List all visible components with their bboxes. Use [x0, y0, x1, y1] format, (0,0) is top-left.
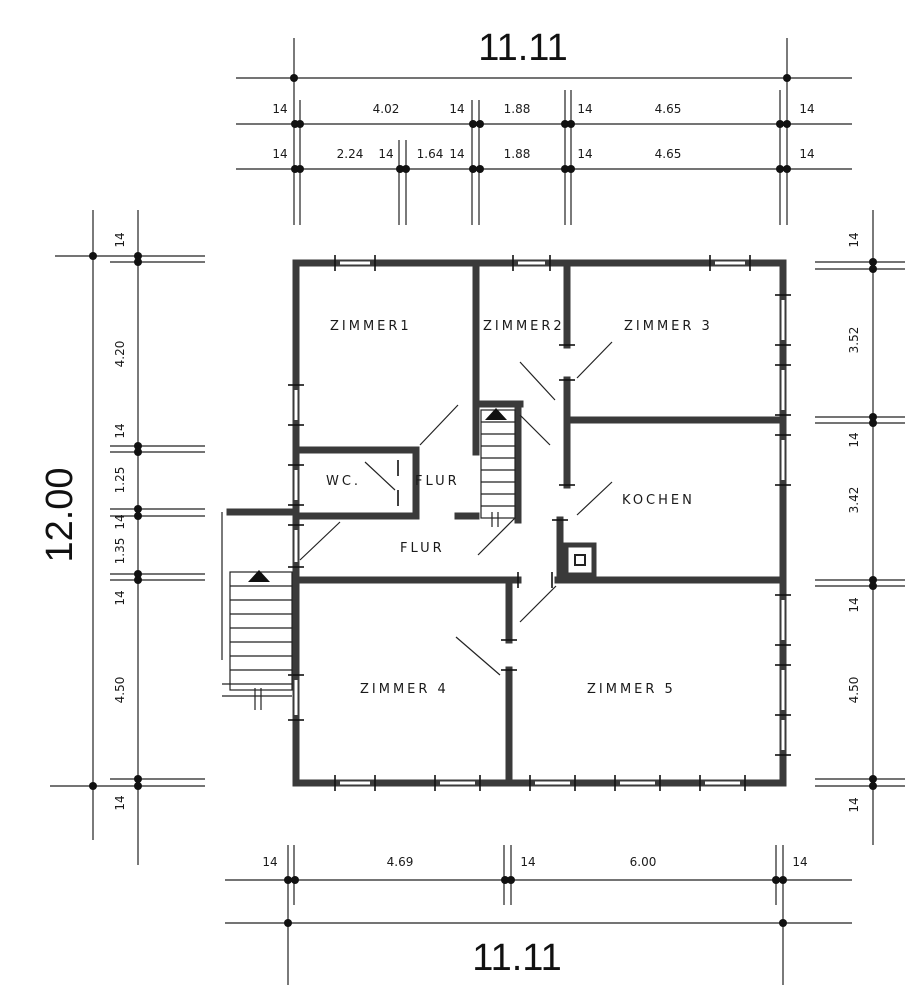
- dim-right-b: 3.52: [847, 327, 861, 354]
- dim-bottom-d: 6.00: [630, 855, 657, 869]
- opening-ticks: [288, 255, 791, 791]
- dim-bottom-e: 14: [792, 855, 807, 869]
- room-wc: WC.: [326, 474, 361, 489]
- room-labels: ZIMMER1 ZIMMER2 ZIMMER 3 WC. FLUR FLUR K…: [326, 319, 713, 697]
- walls: [226, 259, 787, 787]
- total-width-bottom: 11.11: [472, 937, 561, 979]
- dim-left-i: 14: [113, 795, 127, 810]
- dim-left-c: 14: [113, 423, 127, 438]
- dim-top2-h: 4.65: [655, 147, 682, 161]
- dim-left-b: 4.20: [113, 341, 127, 368]
- room-zimmer5: ZIMMER 5: [587, 682, 676, 697]
- dim-top1-d: 1.88: [504, 102, 531, 116]
- dim-bottom-c: 14: [520, 855, 535, 869]
- room-zimmer3: ZIMMER 3: [624, 319, 713, 334]
- room-zimmer1: ZIMMER1: [330, 319, 412, 334]
- door-swings: [299, 341, 613, 676]
- interior-staircase: [480, 408, 516, 527]
- dim-right-e: 14: [847, 597, 861, 612]
- room-flur-lower: FLUR: [400, 541, 445, 556]
- dim-top1-g: 14: [799, 102, 814, 116]
- dim-top2-b: 2.24: [337, 147, 364, 161]
- total-width-top: 11.11: [478, 27, 567, 69]
- windows: [294, 261, 785, 785]
- dim-right-d: 3.42: [847, 487, 861, 514]
- dim-right-f: 4.50: [847, 677, 861, 704]
- right-dimension-chain: 14 3.52 14 3.42 14 4.50 14: [815, 210, 905, 845]
- dim-top1-a: 14: [272, 102, 287, 116]
- dim-top1-c: 14: [449, 102, 464, 116]
- left-dimension-chain: 12.00 14 4.20 14 1.25 14 1.35 14 4.50 14: [39, 210, 205, 865]
- exterior-staircase: [221, 512, 293, 710]
- room-zimmer4: ZIMMER 4: [360, 682, 449, 697]
- dim-top1-b: 4.02: [373, 102, 400, 116]
- dim-right-c: 14: [847, 432, 861, 447]
- dim-left-d: 1.25: [113, 467, 127, 494]
- total-height-left: 12.00: [39, 467, 81, 562]
- room-zimmer2: ZIMMER2: [483, 319, 565, 334]
- dim-left-h: 4.50: [113, 677, 127, 704]
- dim-top2-e: 14: [449, 147, 464, 161]
- dim-left-e: 14: [113, 514, 127, 529]
- dim-bottom-b: 4.69: [387, 855, 414, 869]
- room-flur-upper: FLUR: [415, 474, 460, 489]
- dim-left-g: 14: [113, 590, 127, 605]
- dim-top1-e: 14: [577, 102, 592, 116]
- top-dimension-chain: 11.11 14 4.02 14 1.88 14 4.65 14 14 2.24…: [236, 27, 852, 225]
- dim-left-a: 14: [113, 232, 127, 247]
- bottom-dimension-chain: 14 4.69 14 6.00 14 11.11: [225, 845, 852, 985]
- dim-bottom-a: 14: [262, 855, 277, 869]
- dim-right-a: 14: [847, 232, 861, 247]
- room-kochen: KOCHEN: [622, 493, 695, 508]
- dim-top2-c: 14: [378, 147, 393, 161]
- dim-top2-a: 14: [272, 147, 287, 161]
- dim-right-g: 14: [847, 797, 861, 812]
- dim-top1-f: 4.65: [655, 102, 682, 116]
- dim-top2-f: 1.88: [504, 147, 531, 161]
- dim-top2-i: 14: [799, 147, 814, 161]
- dim-top2-g: 14: [577, 147, 592, 161]
- dim-top2-d: 1.64: [417, 147, 444, 161]
- dim-left-f: 1.35: [113, 538, 127, 565]
